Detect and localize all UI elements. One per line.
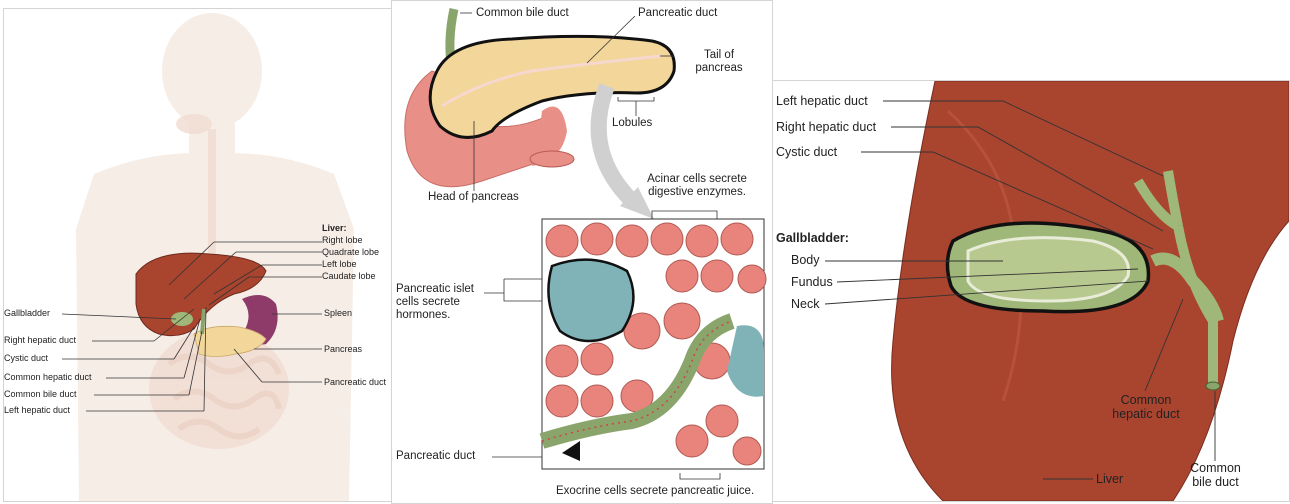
label-neck: Neck: [791, 297, 820, 311]
label-lobules: Lobules: [612, 117, 653, 129]
label-right-hepatic-duct-gb: Right hepatic duct: [776, 120, 877, 134]
label-islet-line3: hormones.: [396, 309, 451, 322]
label-pancreatic-duct: Pancreatic duct: [324, 377, 387, 387]
label-common-bile-duct-gb: Common bile duct: [1178, 461, 1253, 490]
label-left-lobe: Left lobe: [322, 259, 357, 269]
label-caudate-lobe: Caudate lobe: [322, 271, 376, 281]
label-exocrine-cells: Exocrine cells secrete pancreatic juice.: [556, 485, 755, 497]
label-acinar-cells: Acinar cells secrete digestive enzymes.: [632, 173, 762, 199]
label-common-bile-duct: Common bile duct: [4, 389, 77, 399]
label-common-bile-line1: Common: [1190, 461, 1241, 475]
label-head-of-pancreas: Head of pancreas: [428, 191, 519, 203]
label-common-bile-line2: bile duct: [1192, 475, 1239, 490]
label-liver-heading: Liver:: [322, 223, 347, 233]
label-islet-line2: cells secrete: [396, 296, 460, 309]
label-pancreas: Pancreas: [324, 344, 363, 354]
label-common-bile-duct-top: Common bile duct: [476, 7, 569, 19]
label-acinar-line1: Acinar cells secrete: [647, 173, 747, 185]
gallbladder-panel: Left hepatic duct Right hepatic duct Cys…: [772, 80, 1290, 502]
label-acinar-line2: digestive enzymes.: [648, 186, 746, 199]
gallbladder-illustration: [824, 81, 1289, 501]
label-gallbladder-heading: Gallbladder:: [776, 231, 849, 245]
label-body: Body: [791, 253, 820, 267]
label-pancreatic-islet: Pancreatic islet cells secrete hormones.: [396, 283, 474, 323]
label-cystic-duct-gb: Cystic duct: [776, 145, 838, 159]
label-tail-of-pancreas: Tail of pancreas: [676, 49, 762, 75]
label-pancreatic-duct-top: Pancreatic duct: [638, 7, 718, 19]
pancreas-panel: Common bile duct Pancreatic duct Tail of…: [391, 0, 773, 504]
pancreas-illustration: [404, 8, 767, 480]
label-gallbladder: Gallbladder: [4, 308, 51, 318]
label-pancreatic-duct-bottom: Pancreatic duct: [396, 450, 476, 462]
label-fundus: Fundus: [791, 275, 833, 289]
label-right-hepatic-duct: Right hepatic duct: [4, 335, 77, 345]
label-common-hepatic-duct-gb: Common hepatic duct: [1101, 393, 1191, 422]
label-left-hepatic-duct-gb: Left hepatic duct: [776, 94, 868, 108]
torso-illustration: [61, 13, 354, 501]
label-common-hepatic-line2: hepatic duct: [1112, 407, 1180, 422]
label-right-lobe: Right lobe: [322, 235, 363, 245]
label-common-hepatic-duct: Common hepatic duct: [4, 372, 92, 382]
label-spleen: Spleen: [324, 308, 353, 318]
label-left-hepatic-duct: Left hepatic duct: [4, 405, 71, 415]
label-cystic-duct: Cystic duct: [4, 353, 49, 363]
label-common-hepatic-line1: Common: [1120, 393, 1172, 407]
label-tail-line2: pancreas: [695, 62, 743, 75]
label-quadrate-lobe: Quadrate lobe: [322, 247, 380, 257]
label-liver-gb: Liver: [1096, 472, 1124, 486]
liver-overview-panel: Liver: Right lobe Quadrate lobe Left lob…: [3, 8, 392, 502]
label-islet-line1: Pancreatic islet: [396, 283, 474, 295]
label-tail-line1: Tail of: [703, 49, 735, 61]
